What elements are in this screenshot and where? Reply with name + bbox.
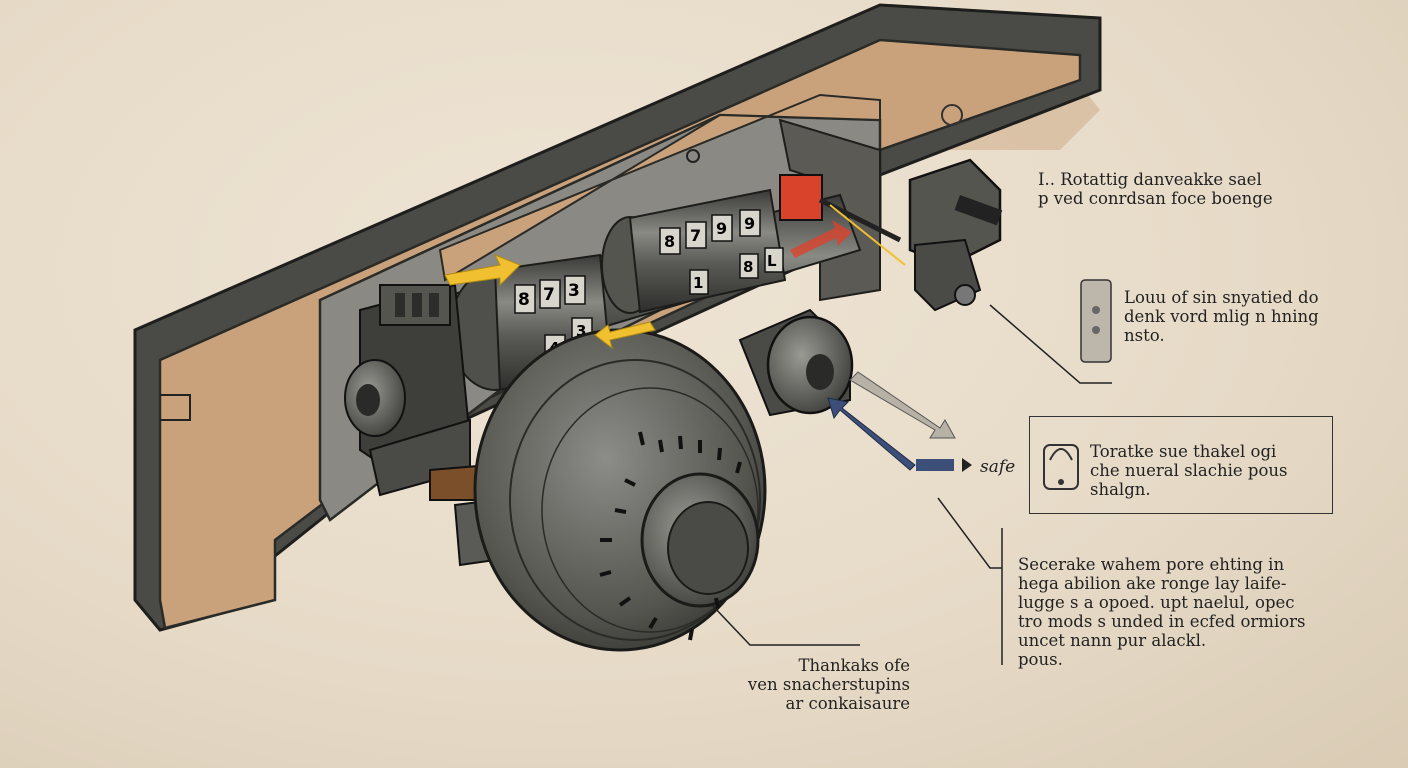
callout-line: Secerake wahem pore ehting in [1018, 555, 1285, 574]
red-arrow [790, 220, 852, 258]
callout-line: ven snacherstupins [747, 675, 910, 694]
red-latch [779, 174, 823, 221]
leader-lines [711, 304, 1112, 665]
safe-marker-bar [916, 459, 954, 471]
callout-bottom-center: Thankaks ofe ven snacherstupins ar conka… [720, 656, 910, 713]
safe-label: safe [980, 457, 1016, 477]
callout-line: ar conkaisaure [785, 694, 910, 713]
left-cam-assembly [344, 283, 496, 567]
yellow-arrow-mid [594, 321, 656, 350]
callout-line: shalgn. [1090, 480, 1151, 499]
wheel-digit: 8 [664, 232, 675, 251]
wheel-digit: 1 [693, 274, 703, 292]
callout-line: Louu of sin snyatied do [1124, 288, 1319, 307]
wheel-digit: 8 [518, 290, 530, 310]
callout-line: Toratke sue thakel ogi [1090, 442, 1277, 461]
keypad-device [1080, 279, 1112, 363]
wheel-digit: L [767, 252, 777, 270]
callout-line: tro mods s unded in ecfed ormiors [1018, 612, 1306, 631]
callout-line: hega abilion ake ronge lay laife- [1018, 574, 1287, 593]
padlock-icon [1043, 444, 1079, 490]
device-light [1092, 326, 1100, 334]
callout-lower-right: Secerake wahem pore ehting in hega abili… [1018, 555, 1306, 669]
blue-arrow [827, 397, 916, 471]
mount-hole [941, 104, 963, 126]
callout-mid-right: Louu of sin snyatied do denk vord mlig n… [1124, 288, 1319, 345]
callout-line: uncet nann pur alackl. [1018, 631, 1207, 650]
housing-notch [160, 394, 191, 421]
callout-line: nsto. [1124, 326, 1165, 345]
callout-line: Thankaks ofe [798, 656, 910, 675]
safe-marker-head [962, 458, 972, 472]
drive-cam [738, 308, 854, 417]
screw-hole [686, 149, 700, 163]
callout-line: che nueral slachie pous [1090, 461, 1288, 480]
wheel-digit: 3 [568, 281, 580, 301]
dial-ticks [599, 431, 742, 641]
wheel-digit: 8 [743, 258, 753, 276]
upper-rail [438, 93, 881, 282]
combination-dial [473, 328, 767, 652]
wheel-digit: 3 [576, 322, 586, 340]
combination-wheels-right: 8 7 9 9 1 8 L [601, 188, 787, 314]
device-light [1092, 306, 1100, 314]
callout-box [1029, 416, 1333, 514]
callout-line: lugge s a opoed. upt naelul, opec [1018, 593, 1295, 612]
callout-line: p ved conrdsan foce boenge [1038, 189, 1273, 208]
wheel-digit: 9 [744, 214, 755, 233]
callout-line: I.. Rotattig danveakke sael [1038, 170, 1262, 189]
callout-top-right: I.. Rotattig danveakke sael p ved conrds… [1038, 170, 1273, 208]
yellow-arrow-top [444, 254, 521, 287]
wheel-digit: 7 [543, 285, 555, 305]
bolt-actuator [779, 158, 1003, 312]
wheel-digit: 9 [716, 219, 727, 238]
grey-arrow [849, 371, 956, 439]
wheel-digit: 7 [690, 226, 701, 245]
callout-box-text: Toratke sue thakel ogi che nueral slachi… [1090, 442, 1287, 499]
callout-line: pous. [1018, 650, 1063, 669]
callout-line: denk vord mlig n hning [1124, 307, 1319, 326]
